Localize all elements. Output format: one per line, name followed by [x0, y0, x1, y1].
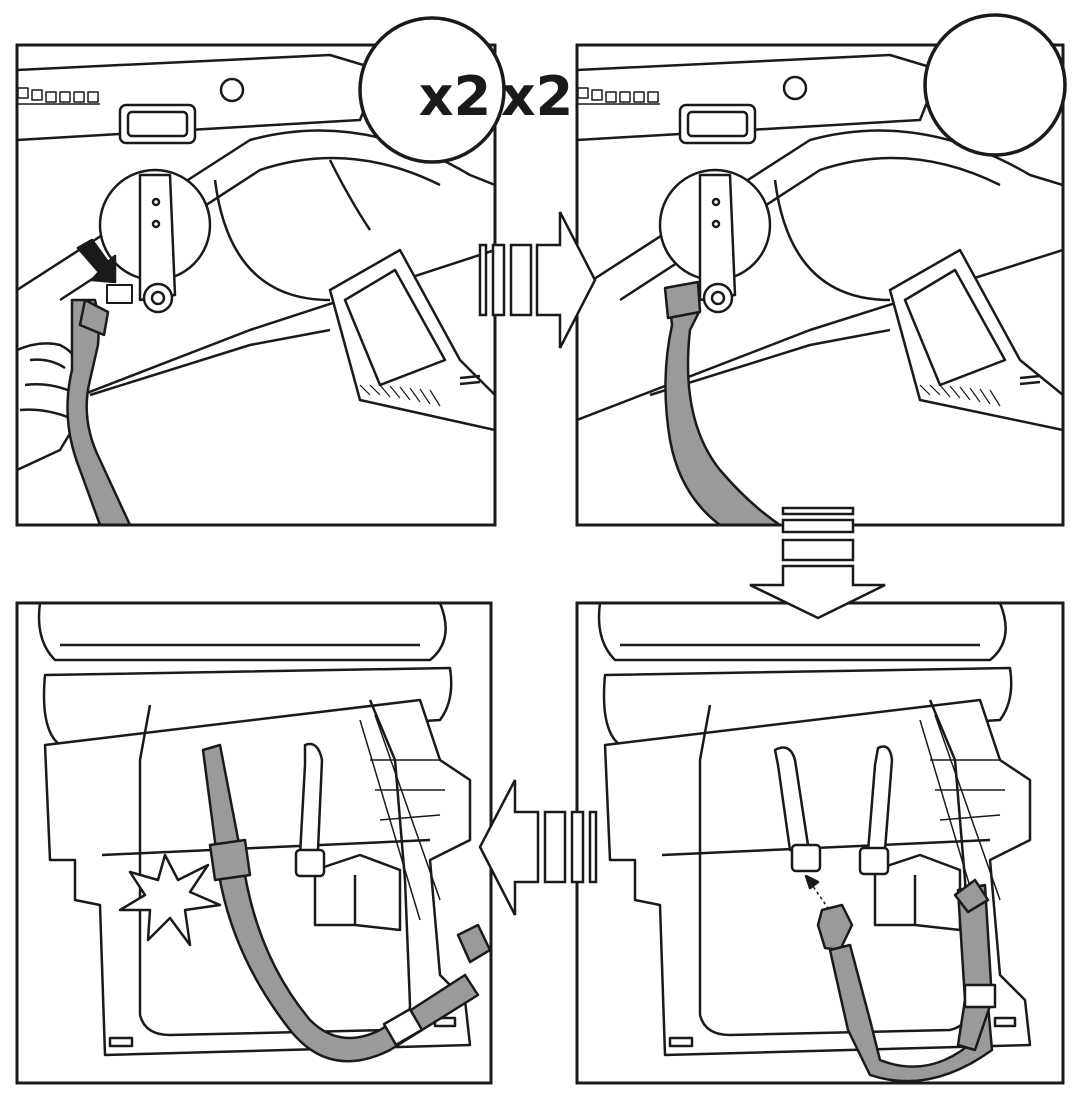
panel-step-4 — [15, 601, 493, 1085]
panel-step-1 — [15, 43, 497, 527]
badge-count-right: x2 — [501, 65, 573, 128]
badge-count-left: x2 — [419, 65, 491, 128]
step-arrow-left-icon — [478, 779, 598, 916]
step-arrow-down-icon — [749, 506, 886, 620]
badge-top-left: x2 — [358, 16, 506, 164]
panel-step-2 — [575, 43, 1065, 527]
badge-top-right — [923, 13, 1067, 157]
step-arrow-right-icon — [478, 211, 597, 349]
panel-step-3 — [575, 601, 1065, 1085]
